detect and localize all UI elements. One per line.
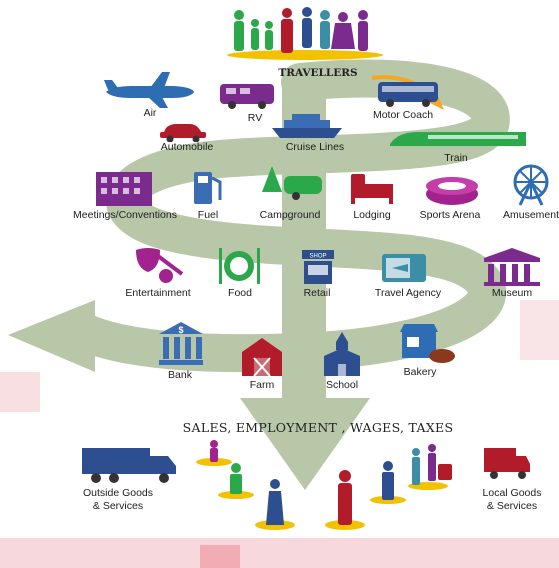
local-workers-group-icon bbox=[196, 440, 452, 530]
sports-arena-label: Sports Arena bbox=[419, 209, 481, 221]
bed-icon bbox=[351, 174, 393, 204]
bottom-stripe-band bbox=[0, 538, 559, 568]
motor-coach-label: Motor Coach bbox=[372, 109, 434, 121]
museum-icon bbox=[484, 248, 540, 286]
local-goods-line1: Local Goods bbox=[482, 487, 542, 499]
travel-agency-label: Travel Agency bbox=[374, 287, 442, 299]
travellers-group-icon bbox=[227, 7, 383, 60]
ferris-wheel-icon bbox=[513, 164, 549, 206]
down-arrow-head bbox=[240, 398, 370, 490]
cruise-lines-label: Cruise Lines bbox=[285, 141, 345, 153]
outside-goods-truck-icon bbox=[82, 448, 176, 483]
local-goods-line2: & Services bbox=[486, 500, 538, 512]
convention-building-icon bbox=[96, 172, 152, 206]
air-label: Air bbox=[143, 107, 157, 119]
cruise-ship-icon bbox=[272, 114, 342, 138]
economic-output-title: SALES, EMPLOYMENT , WAGES, TAXES bbox=[182, 420, 454, 435]
train-icon bbox=[390, 132, 526, 146]
left-arrow-head bbox=[8, 300, 95, 372]
bottom-stripe-accent bbox=[200, 545, 240, 568]
entertainment-label: Entertainment bbox=[125, 287, 191, 299]
food-plate-icon bbox=[219, 248, 260, 284]
retail-label: Retail bbox=[303, 287, 331, 299]
amusement-label: Amusement bbox=[502, 209, 559, 221]
right-stripe-accent bbox=[520, 300, 559, 360]
lodging-label: Lodging bbox=[353, 209, 391, 221]
rv-label: RV bbox=[247, 112, 263, 124]
school-icon bbox=[324, 332, 360, 376]
fuel-label: Fuel bbox=[197, 209, 219, 221]
rv-icon bbox=[220, 84, 274, 109]
local-goods-truck-icon bbox=[484, 448, 530, 479]
bank-icon: $ bbox=[159, 322, 203, 365]
theater-masks-icon bbox=[136, 248, 184, 283]
museum-label: Museum bbox=[491, 287, 533, 299]
train-label: Train bbox=[444, 152, 468, 164]
campground-icon bbox=[262, 166, 322, 200]
travel-ticket-icon bbox=[382, 254, 426, 282]
retail-shop-icon: SHOP bbox=[302, 250, 334, 284]
outside-goods-line1: Outside Goods bbox=[82, 487, 154, 499]
school-label: School bbox=[325, 379, 359, 391]
left-stripe-accent bbox=[0, 372, 40, 412]
airplane-icon bbox=[104, 72, 194, 108]
automobile-icon bbox=[160, 124, 206, 142]
stadium-icon bbox=[426, 177, 478, 205]
bank-label: Bank bbox=[168, 369, 192, 381]
motor-coach-icon bbox=[378, 82, 438, 107]
bank-sign-text: $ bbox=[178, 325, 183, 335]
outside-goods-line2: & Services bbox=[92, 500, 144, 512]
farm-label: Farm bbox=[249, 379, 275, 391]
campground-label: Campground bbox=[259, 209, 321, 221]
meetings-label: Meetings/Conventions bbox=[73, 209, 177, 221]
bakery-icon bbox=[400, 324, 455, 363]
barn-icon bbox=[242, 338, 282, 377]
travellers-title: TRAVELLERS bbox=[278, 67, 358, 79]
retail-sign-text: SHOP bbox=[309, 254, 326, 260]
bakery-label: Bakery bbox=[403, 366, 437, 378]
fuel-pump-icon bbox=[194, 172, 222, 204]
food-label: Food bbox=[228, 287, 252, 299]
automobile-label: Automobile bbox=[160, 141, 214, 153]
